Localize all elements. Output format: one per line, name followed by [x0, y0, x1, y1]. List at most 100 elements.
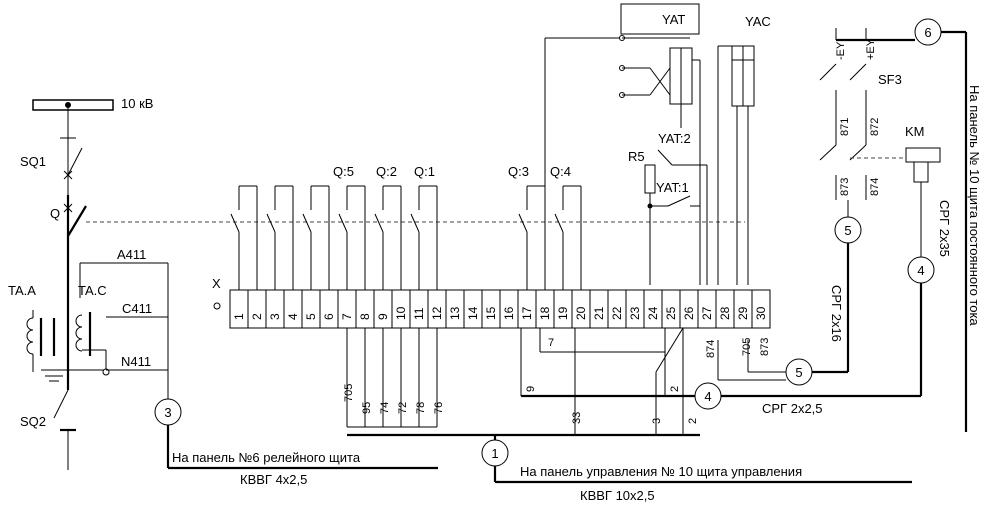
- terminal-14: 14: [463, 289, 483, 329]
- terminal-11-number: 11: [412, 307, 426, 320]
- terminal-2: 2: [247, 289, 267, 329]
- wire-705: 705: [343, 384, 355, 402]
- q4-label: Q:4: [550, 164, 571, 179]
- terminal-25: 25: [661, 289, 681, 329]
- terminal-30-number: 30: [754, 306, 768, 320]
- terminal-17-number: 17: [520, 306, 534, 320]
- terminal-27: 27: [697, 289, 717, 329]
- sf3-label: SF3: [878, 72, 902, 87]
- terminal-21: 21: [589, 289, 609, 329]
- wire-874b: 874: [705, 340, 717, 358]
- aux-contact: [338, 185, 366, 290]
- cable-3-number: 3: [164, 405, 171, 420]
- terminal-20: 20: [571, 289, 591, 329]
- wire-874: 874: [869, 178, 881, 196]
- terminal-9-number: 9: [376, 313, 390, 320]
- terminal-28-number: 28: [718, 306, 732, 320]
- cable-1-destination: На панель управления № 10 щита управлени…: [520, 464, 802, 479]
- ey-minus-label: -EY: [835, 41, 847, 60]
- terminal-3: 3: [265, 289, 285, 329]
- aux-contact: [410, 185, 438, 290]
- terminal-26: 26: [679, 289, 699, 329]
- terminal-28: 28: [715, 289, 735, 329]
- terminal-23: 23: [625, 289, 645, 329]
- terminal-2-number: 2: [250, 313, 264, 320]
- terminal-12-number: 12: [430, 306, 444, 320]
- terminal-9: 9: [373, 289, 393, 329]
- terminal-6: 6: [319, 289, 339, 329]
- cable-4-number: 4: [704, 389, 711, 404]
- cable-3-destination: На панель №6 релейного щита: [172, 450, 361, 465]
- dc-cables: 4 5 СРГ 2х16 6 На панель № 10 щита посто…: [713, 18, 982, 432]
- terminal-4: 4: [283, 289, 303, 329]
- wire-78: 78: [415, 402, 427, 414]
- aux-contact: [302, 185, 330, 290]
- terminal-block-label: X: [212, 276, 221, 291]
- terminal-3-number: 3: [268, 313, 282, 320]
- aux-contact: [374, 185, 402, 290]
- cable-1-type: КВВГ 10х2,5: [580, 488, 655, 503]
- terminal-19: 19: [553, 289, 573, 329]
- cable-4-type: СРГ 2х2,5: [762, 401, 823, 416]
- trip-close-coils: YAT YAC YAT:2 R5 YAT:1: [544, 3, 771, 285]
- taa-label: TA.A: [8, 283, 36, 298]
- terminal-16-number: 16: [502, 306, 516, 320]
- switchgear-section: 10 кВ SQ1 Q TA.A TA.C: [8, 96, 169, 470]
- sf3-km-section: -EY +EY SF3 871 872 873 874 KM 5: [819, 28, 941, 372]
- wire-873: 873: [839, 178, 851, 196]
- terminal-27-number: 27: [700, 306, 714, 320]
- q5-label: Q:5: [333, 164, 354, 179]
- cable-3: 3 На панель №6 релейного щита КВВГ 4х2,5: [154, 398, 438, 487]
- terminal-13-number: 13: [448, 306, 462, 320]
- terminal-11: 11: [409, 289, 429, 329]
- cable-5b-number: 5: [795, 365, 802, 380]
- wire-9: 9: [525, 386, 537, 392]
- auxiliary-contacts: Q:5 Q:2 Q:1 Q:3 Q:4: [230, 164, 582, 290]
- aux-contact: [554, 185, 582, 290]
- terminal-30: 30: [751, 289, 771, 329]
- cable-5b-type: СРГ 2х16: [829, 285, 844, 342]
- aux-contact: [230, 185, 258, 290]
- terminal-29-number: 29: [736, 306, 750, 320]
- yat-label: YAT: [662, 12, 685, 27]
- q1-label: Q:1: [414, 164, 435, 179]
- aux-contact: [518, 185, 546, 290]
- wire-3: 3: [651, 418, 663, 424]
- aux-contact: [266, 185, 294, 290]
- terminal-10: 10: [391, 289, 411, 329]
- yat2-label: YAT:2: [658, 131, 691, 146]
- terminal-7: 7: [337, 289, 357, 329]
- terminal-5-number: 5: [304, 313, 318, 320]
- terminal-15-number: 15: [484, 306, 498, 320]
- wire-873b: 873: [759, 338, 771, 356]
- terminal-24: 24: [643, 289, 663, 329]
- terminal-13: 13: [445, 289, 465, 329]
- voltage-label: 10 кВ: [121, 96, 153, 111]
- terminal-29: 29: [733, 289, 753, 329]
- cable-6-number: 6: [924, 25, 931, 40]
- yac-label: YAC: [745, 14, 771, 29]
- terminal-18: 18: [535, 289, 555, 329]
- wire-705b: 705: [741, 338, 753, 356]
- terminal-14-number: 14: [466, 306, 480, 320]
- n411-label: N411: [121, 354, 151, 369]
- terminal-1: 1: [229, 289, 249, 329]
- q-label: Q: [50, 206, 60, 221]
- wire-2b: 2: [687, 418, 699, 424]
- terminal-8: 8: [355, 289, 375, 329]
- wire-33: 33: [571, 412, 583, 424]
- terminal-19-number: 19: [556, 306, 570, 320]
- control-cables: 705 95 74 72 78 76 33 9 7 2 3 2 874 705 …: [343, 327, 912, 503]
- km-label: KM: [905, 124, 925, 139]
- wire-95: 95: [361, 402, 373, 414]
- wire-872: 872: [869, 118, 881, 136]
- cable-6-type: СРГ 2х35: [937, 200, 952, 257]
- terminal-25-number: 25: [664, 306, 678, 320]
- busbar: [32, 99, 114, 111]
- cable-1-number: 1: [491, 446, 498, 461]
- terminal-22: 22: [607, 289, 627, 329]
- wire-72: 72: [397, 402, 409, 414]
- tac-label: TA.C: [78, 283, 107, 298]
- terminal-12: 12: [427, 289, 447, 329]
